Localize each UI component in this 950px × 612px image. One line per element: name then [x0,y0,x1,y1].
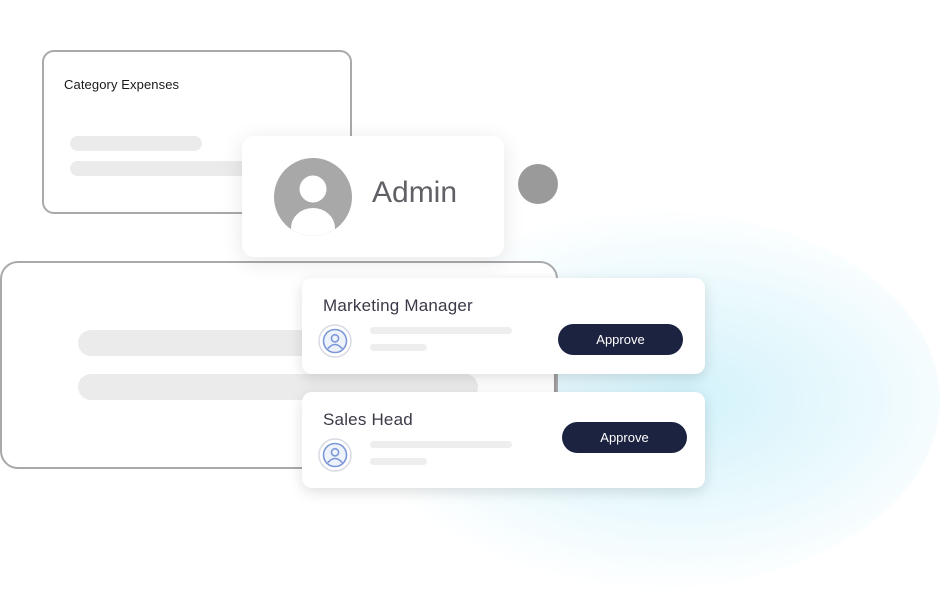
user-avatar-icon [274,158,352,236]
approver-role: Marketing Manager [323,296,473,315]
placeholder-line [370,344,427,351]
placeholder-line [370,327,512,334]
placeholder-line [370,458,427,465]
status-dot [518,164,558,204]
user-circle-icon [318,324,352,358]
connector-line [554,372,556,392]
placeholder-line [70,136,202,151]
approve-button[interactable]: Approve [558,324,683,355]
placeholder-line [70,161,250,176]
placeholder-line [78,330,328,356]
approver-role: Sales Head [323,410,413,429]
user-circle-icon [318,438,352,472]
approval-card-marketing-manager: Marketing Manager Approve [302,278,705,374]
approval-card-sales-head: Sales Head Approve [302,392,705,488]
placeholder-line [370,441,512,448]
admin-card: Admin [242,136,504,257]
approve-button[interactable]: Approve [562,422,687,453]
category-expenses-title: Category Expenses [64,77,180,92]
admin-name: Admin [372,176,458,209]
